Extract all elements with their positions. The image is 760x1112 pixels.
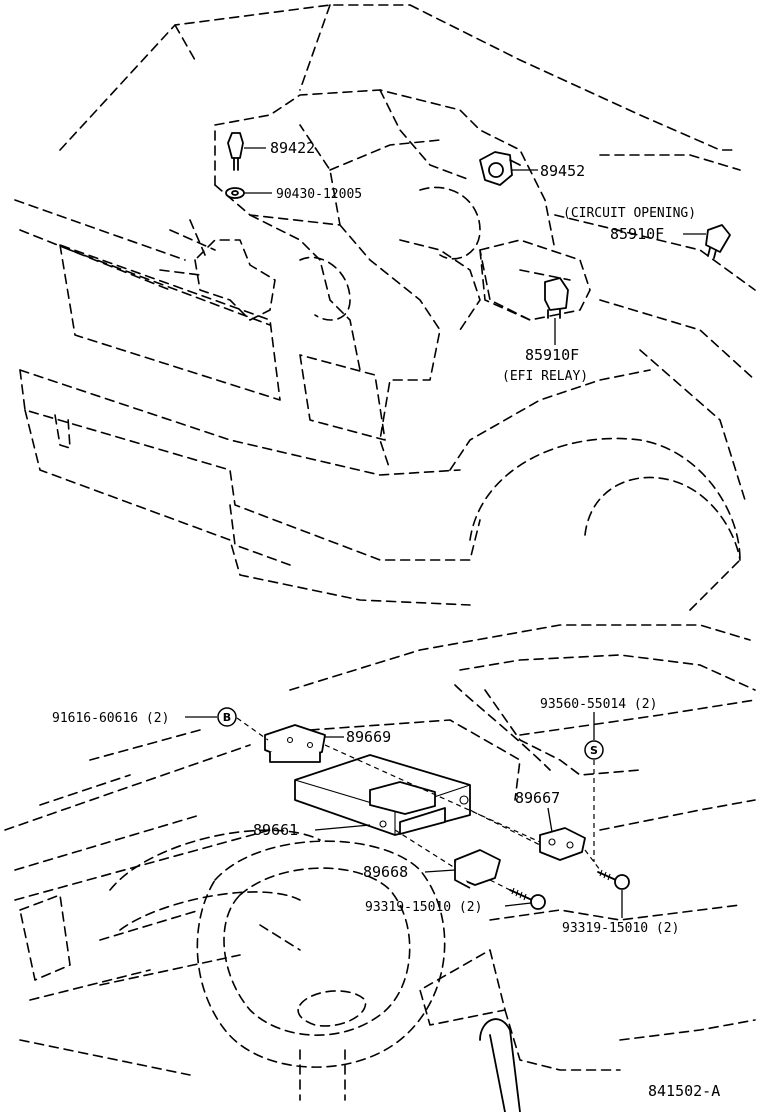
marker-b: B: [217, 707, 237, 727]
part-85910f-circuit-relay-icon: [705, 224, 731, 259]
part-89669-bracket-icon: [264, 724, 326, 763]
leader-89661: [314, 824, 371, 831]
leader-89667: [547, 807, 553, 833]
part-89422-icon: [227, 132, 244, 171]
label-89452: 89452: [540, 162, 585, 180]
label-93319-15010-right: 93319-15010 (2): [562, 921, 679, 936]
label-85910f-efi: 85910F: [525, 346, 579, 364]
label-93560-55014: 93560-55014 (2): [540, 697, 657, 712]
part-90430-washer-icon: [225, 187, 245, 199]
label-89668: 89668: [363, 863, 408, 881]
label-85910f-top: 85910F: [610, 225, 664, 243]
label-circuit-opening: (CIRCUIT OPENING): [563, 206, 696, 221]
diagram-id: 841502-A: [648, 1082, 720, 1100]
engine-bay-outline: [14, 4, 756, 611]
label-89669: 89669: [346, 728, 391, 746]
leader-89668: [424, 869, 456, 873]
label-89422: 89422: [270, 139, 315, 157]
part-89452-sensor-icon: [479, 151, 521, 186]
label-89667: 89667: [515, 789, 560, 807]
label-93319-15010-left: 93319-15010 (2): [365, 900, 482, 915]
label-91616-60616: 91616-60616 (2): [52, 711, 169, 726]
marker-s: S: [584, 740, 604, 760]
svg-text:B: B: [223, 711, 231, 724]
part-89667-bracket-icon: [539, 827, 586, 861]
part-85910f-efi-relay-icon: [544, 277, 569, 319]
fastening-lines: [236, 717, 601, 891]
label-efi-relay: (EFI RELAY): [502, 369, 588, 384]
leader-93319-left: [504, 902, 532, 907]
label-90430-12005: 90430-12005: [276, 187, 362, 202]
part-89661-ecu-icon: [294, 754, 471, 836]
svg-text:S: S: [590, 744, 598, 757]
part-93319-left-bolt-icon: [509, 887, 546, 910]
part-89668-bracket-icon: [454, 849, 501, 889]
dashboard-outline: [4, 624, 756, 1112]
part-93319-right-bolt-icon: [597, 869, 630, 890]
label-89661: 89661: [253, 821, 298, 839]
